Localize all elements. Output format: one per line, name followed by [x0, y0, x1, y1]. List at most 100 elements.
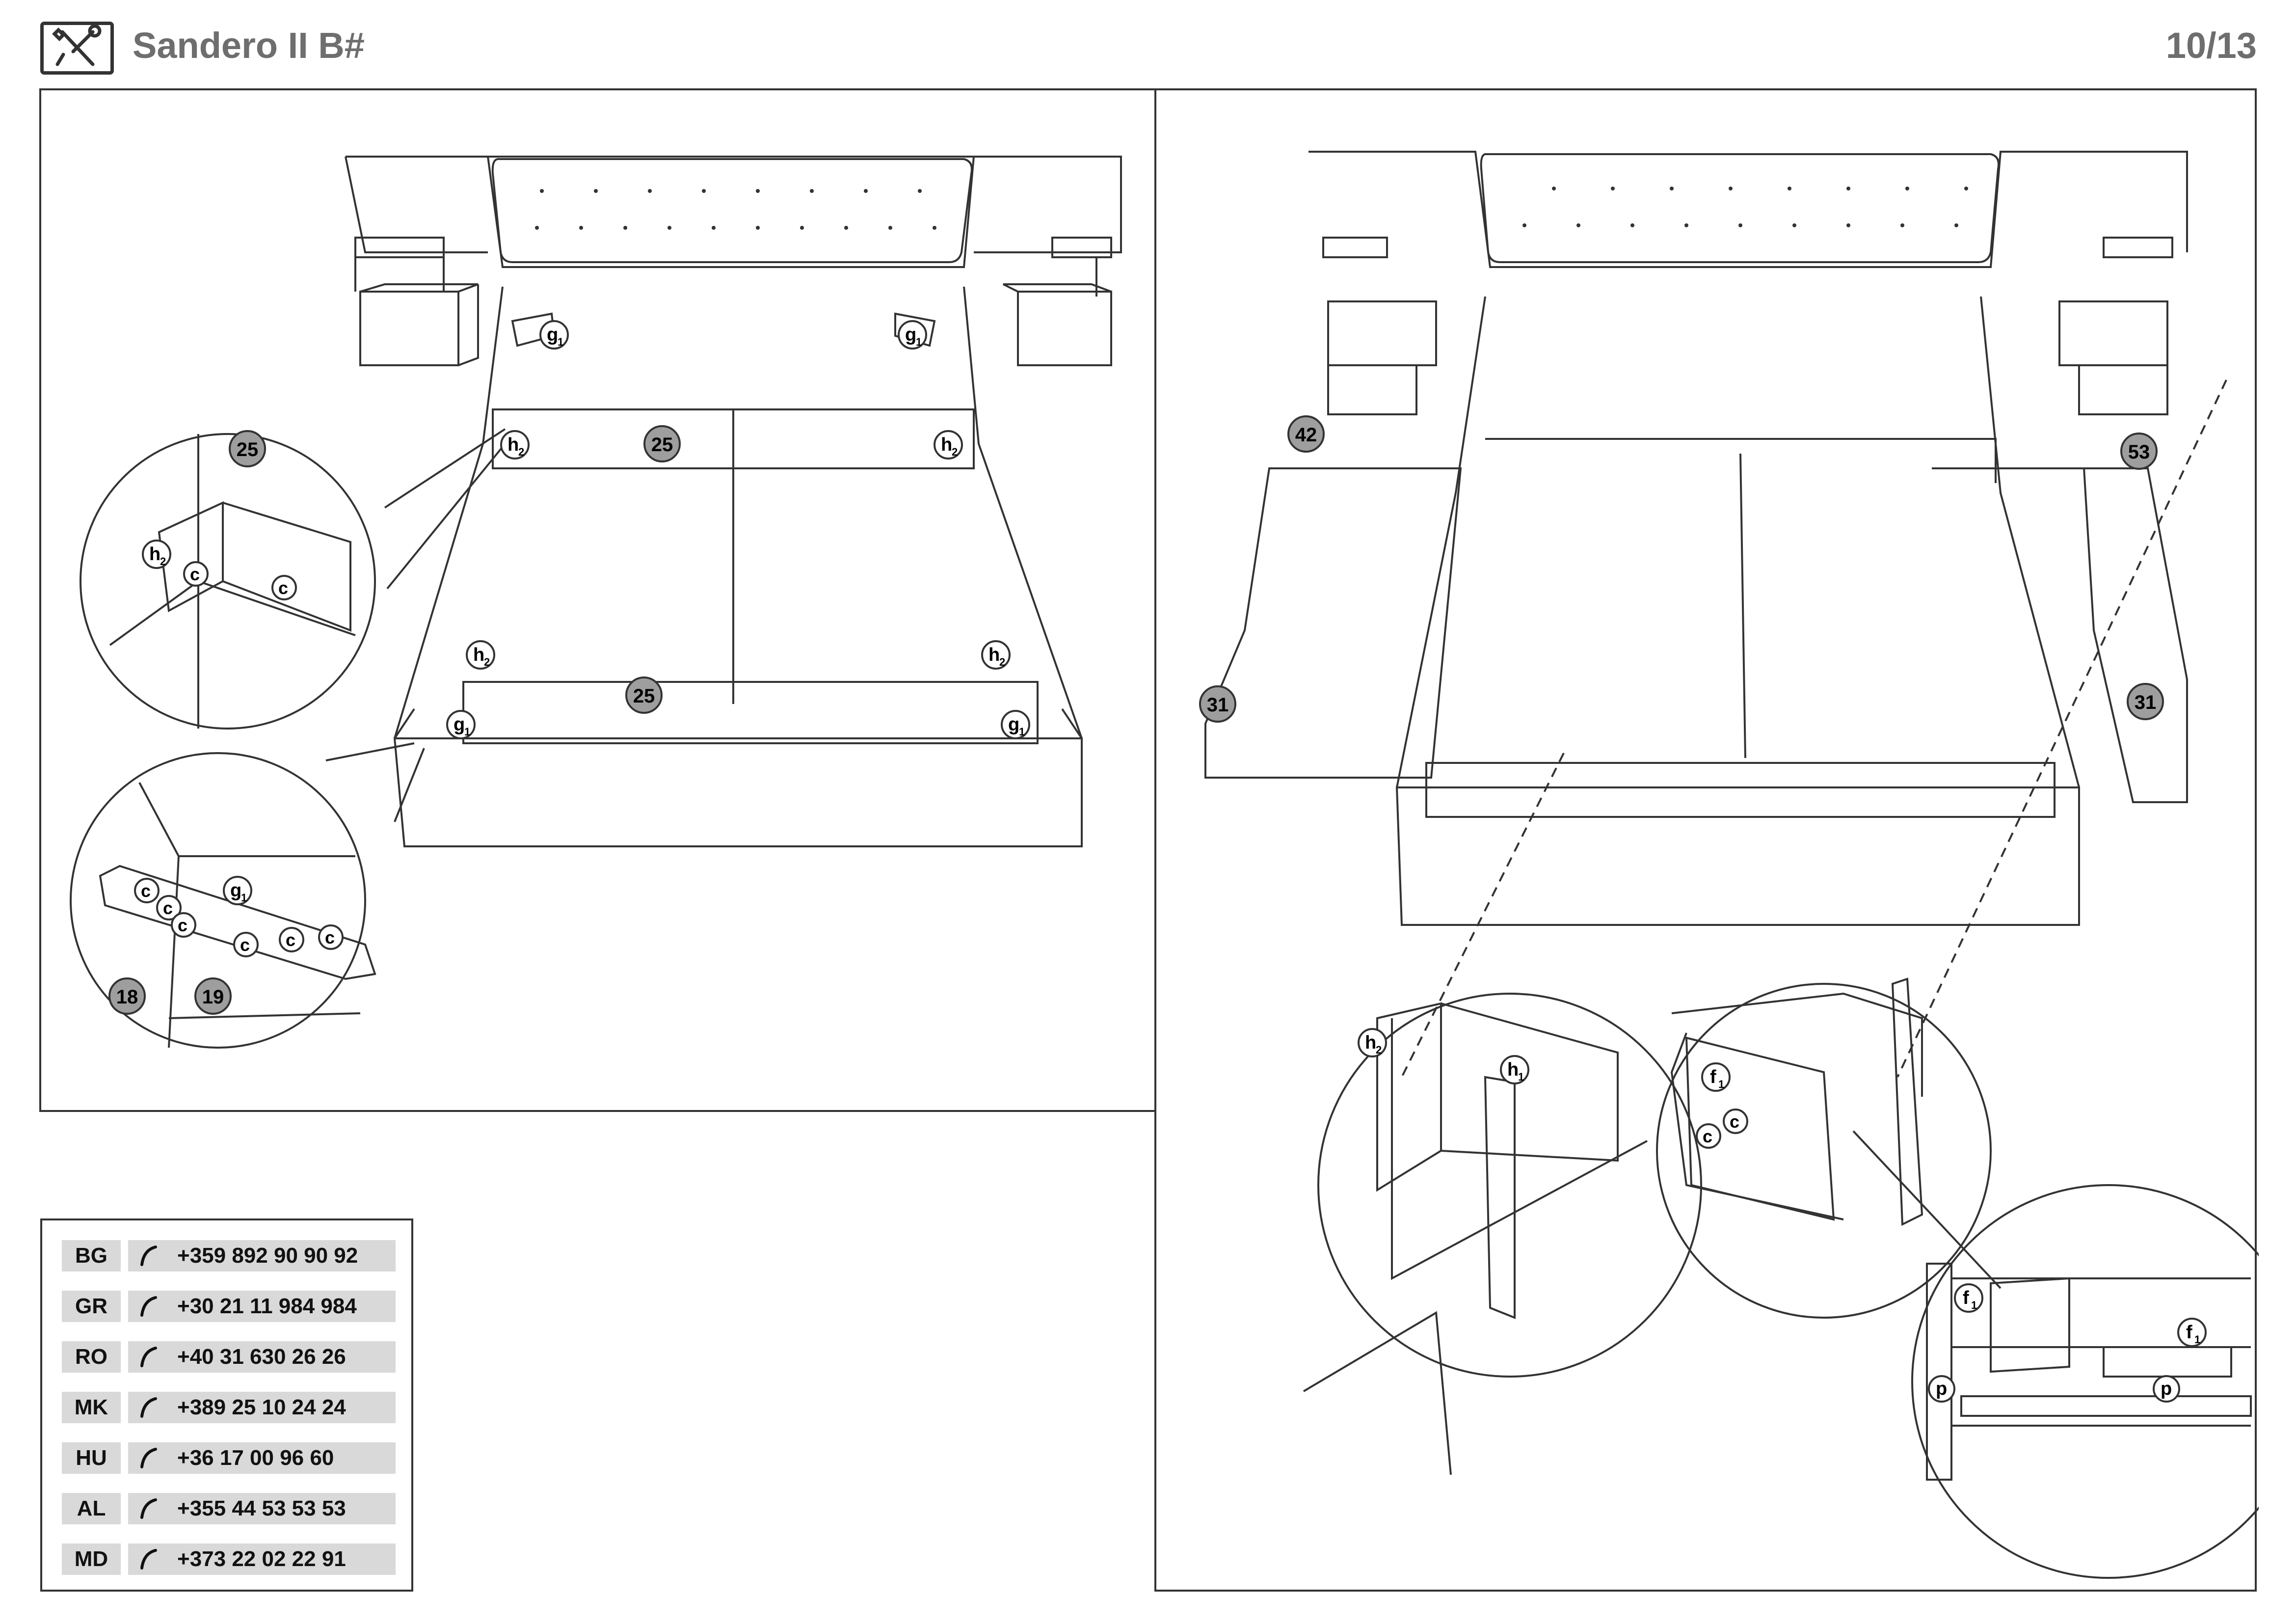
contact-row-md: MD +373 22 02 22 91 — [62, 1543, 396, 1575]
svg-text:g: g — [1008, 714, 1019, 735]
phone-number[interactable]: +389 25 10 24 24 — [177, 1395, 346, 1419]
svg-text:c: c — [190, 564, 200, 584]
svg-text:1: 1 — [241, 892, 247, 904]
svg-text:31: 31 — [2135, 692, 2157, 713]
svg-text:g: g — [230, 880, 241, 901]
right-assembly-drawing: h 2 h 1 f 1 c c f — [1199, 151, 2259, 1579]
callout-g1: g 1 — [898, 320, 927, 350]
callout-c: c — [318, 924, 344, 950]
svg-text:2: 2 — [484, 656, 490, 668]
left-assembly-drawing: g 1 g 1 h 2 h 2 h 2 — [70, 156, 1122, 1049]
svg-text:g: g — [454, 714, 465, 735]
svg-text:c: c — [1730, 1111, 1739, 1132]
document-title: Sandero II B# — [133, 25, 365, 66]
callout-h2: h 2 — [142, 540, 171, 569]
svg-text:1: 1 — [1019, 726, 1025, 738]
callout-g1: g 1 — [1001, 710, 1030, 739]
tools-icon — [40, 22, 114, 75]
svg-text:31: 31 — [1207, 694, 1229, 716]
svg-text:2: 2 — [160, 555, 166, 568]
phone-number[interactable]: +355 44 53 53 53 — [177, 1496, 346, 1520]
callout-c: c — [183, 561, 209, 587]
svg-text:h: h — [1507, 1059, 1519, 1080]
part-badges-right: 42 53 31 31 — [1199, 415, 2164, 723]
country-code: BG — [62, 1240, 121, 1272]
svg-text:h: h — [473, 645, 484, 665]
country-code: AL — [62, 1493, 121, 1524]
phone-icon — [140, 1498, 157, 1519]
contact-row-al: AL +355 44 53 53 53 — [62, 1493, 396, 1524]
country-code: HU — [62, 1442, 121, 1474]
svg-text:18: 18 — [116, 986, 138, 1008]
country-code: MD — [62, 1543, 121, 1575]
svg-text:1: 1 — [2194, 1333, 2200, 1346]
part-badge-42: 42 — [1287, 415, 1325, 453]
svg-text:1: 1 — [1518, 1071, 1524, 1083]
phone-icon — [140, 1397, 157, 1418]
phone-icon — [140, 1245, 157, 1266]
svg-text:2: 2 — [518, 446, 524, 458]
part-badge-25: 25 — [625, 677, 663, 714]
callout-c: c — [271, 575, 297, 600]
part-badge-31: 31 — [2127, 683, 2164, 720]
callout-h2: h 2 — [934, 430, 963, 460]
part-badge-25: 25 — [229, 430, 266, 467]
svg-text:f: f — [2186, 1322, 2192, 1343]
svg-text:53: 53 — [2128, 441, 2150, 463]
callouts-left: g 1 g 1 h 2 h 2 h 2 — [134, 320, 1030, 957]
callout-c: c — [233, 932, 259, 957]
callout-c: c — [279, 927, 304, 952]
contact-row-hu: HU +36 17 00 96 60 — [62, 1442, 396, 1474]
callout-h2: h 2 — [500, 430, 530, 460]
svg-text:42: 42 — [1295, 424, 1317, 446]
svg-text:p: p — [1936, 1379, 1947, 1399]
country-code: GR — [62, 1291, 121, 1322]
svg-text:p: p — [2161, 1379, 2172, 1399]
callout-f1: f 1 — [1701, 1062, 1731, 1092]
callout-g1: g 1 — [446, 710, 476, 739]
svg-text:25: 25 — [651, 434, 673, 456]
svg-text:c: c — [1703, 1126, 1712, 1146]
phone-icon — [140, 1549, 157, 1570]
part-badge-19: 19 — [194, 977, 232, 1015]
part-badge-53: 53 — [2120, 433, 2158, 470]
contact-row-gr: GR +30 21 11 984 984 — [62, 1291, 396, 1322]
svg-text:1: 1 — [558, 336, 563, 348]
phone-number[interactable]: +40 31 630 26 26 — [177, 1345, 346, 1369]
svg-text:19: 19 — [202, 986, 224, 1008]
callout-c: c — [171, 912, 196, 938]
svg-text:c: c — [325, 927, 335, 947]
svg-text:c: c — [141, 881, 151, 901]
svg-text:h: h — [507, 434, 519, 455]
phone-number[interactable]: +30 21 11 984 984 — [177, 1294, 357, 1318]
callout-p: p — [2153, 1375, 2180, 1403]
svg-text:1: 1 — [1718, 1078, 1724, 1090]
svg-text:1: 1 — [916, 336, 922, 348]
svg-text:h: h — [941, 434, 952, 455]
callout-p: p — [1928, 1375, 1955, 1403]
svg-text:c: c — [240, 935, 250, 955]
callout-g1: g 1 — [223, 876, 252, 905]
callout-c: c — [1696, 1123, 1721, 1149]
part-badges-left: 25 25 25 18 19 — [108, 425, 681, 1015]
svg-text:25: 25 — [633, 685, 655, 707]
left-assembly-panel: g 1 g 1 h 2 h 2 h 2 — [39, 88, 1158, 1112]
page-number: 10/13 — [2165, 25, 2257, 66]
callout-f1: f 1 — [1954, 1283, 1983, 1313]
phone-icon — [140, 1296, 157, 1317]
svg-text:2: 2 — [999, 656, 1005, 668]
svg-text:f: f — [1710, 1067, 1716, 1087]
phone-number[interactable]: +36 17 00 96 60 — [177, 1446, 334, 1470]
svg-text:25: 25 — [237, 439, 259, 460]
svg-text:c: c — [178, 915, 187, 935]
phone-number[interactable]: +359 892 90 90 92 — [177, 1244, 358, 1268]
callout-h2: h 2 — [466, 640, 495, 670]
svg-text:c: c — [286, 930, 295, 950]
svg-text:g: g — [905, 325, 916, 345]
svg-text:c: c — [163, 898, 173, 918]
callout-c: c — [134, 878, 160, 903]
svg-text:g: g — [547, 325, 558, 345]
support-contacts: BG +359 892 90 90 92 GR +30 21 11 984 98… — [40, 1218, 413, 1592]
phone-number[interactable]: +373 22 02 22 91 — [177, 1547, 346, 1571]
svg-text:c: c — [278, 578, 288, 598]
